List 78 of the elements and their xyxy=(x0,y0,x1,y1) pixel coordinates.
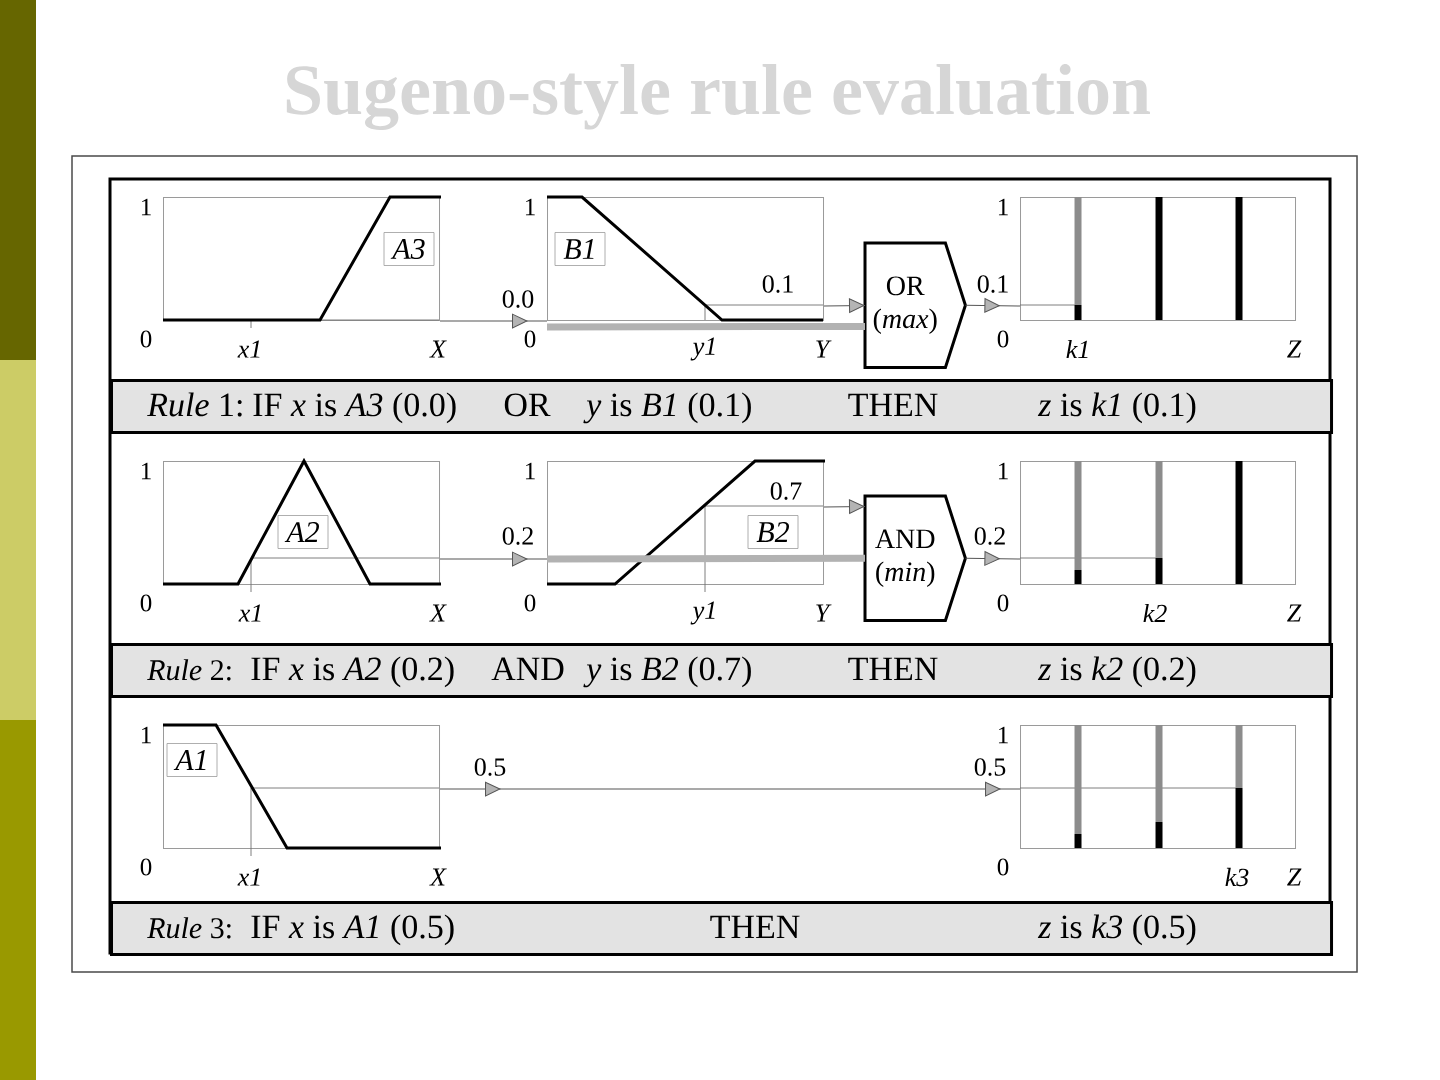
rule-text: OR xyxy=(504,393,551,417)
arrow xyxy=(964,551,1021,566)
axis-name: X xyxy=(429,868,447,886)
arrow xyxy=(823,499,866,514)
arrow xyxy=(439,551,548,567)
label-box: A1 xyxy=(166,743,218,777)
axis-name: Y xyxy=(816,604,832,622)
tick-label: x1 xyxy=(237,868,260,886)
membership-chart xyxy=(163,457,441,593)
connector-line xyxy=(547,554,866,563)
tick-label: k3 xyxy=(1225,867,1249,887)
tick-label: y1 xyxy=(690,601,715,625)
operator-box: OR (max) xyxy=(863,241,967,369)
axis-value: 0 xyxy=(997,858,1009,876)
tick-label: k1 xyxy=(1066,340,1088,359)
rule-text: Rule 2: xyxy=(147,659,231,681)
edge-label: 0.7 xyxy=(769,481,803,501)
membership-chart xyxy=(163,723,441,857)
rule-text: Rule 3: xyxy=(147,917,231,939)
rule-text: IF x is A3 (0.0) xyxy=(253,392,456,424)
axis-name: X xyxy=(429,340,447,358)
axis-value: 0 xyxy=(140,594,152,612)
output-chart xyxy=(1019,461,1296,585)
rule-text: Rule 1: xyxy=(147,392,242,417)
label-box: A3 xyxy=(383,232,435,266)
axis-name: Y xyxy=(816,340,832,358)
axis-name: Z xyxy=(1287,340,1302,358)
axis-value: 1 xyxy=(525,462,535,480)
edge-label: 0.1 xyxy=(761,274,795,294)
axis-value: 0 xyxy=(140,858,152,876)
membership-chart xyxy=(547,195,824,322)
axis-value: 1 xyxy=(998,726,1008,744)
rule-text: y is B2 (0.7) xyxy=(583,656,751,688)
label-box: B1 xyxy=(554,232,606,266)
rule-text: THEN xyxy=(710,915,800,938)
output-chart xyxy=(1019,725,1296,849)
rule-text: z is k1 (0.1) xyxy=(1037,392,1196,424)
value-label: 0.5 xyxy=(973,757,1007,777)
axis-name: Z xyxy=(1287,604,1302,622)
edge-label: 0.1 xyxy=(976,274,1010,294)
edge-label: 0.5 xyxy=(473,757,507,777)
label-box: A2 xyxy=(277,515,329,549)
arrow xyxy=(439,781,1021,797)
axis-value: 1 xyxy=(998,462,1008,480)
axis-value: 1 xyxy=(141,726,151,744)
axis-value: 0 xyxy=(997,330,1009,348)
axis-value: 1 xyxy=(141,198,151,216)
rule-text: THEN xyxy=(848,657,938,680)
membership-chart xyxy=(547,459,825,593)
tick-label: x1 xyxy=(238,604,261,622)
edge-label: 0.0 xyxy=(501,289,535,309)
rule-text: z is k2 (0.2) xyxy=(1037,656,1196,688)
rule-text: y is B1 (0.1) xyxy=(583,392,751,424)
arrow xyxy=(964,298,1021,313)
tick-label: x1 xyxy=(237,340,260,358)
output-chart xyxy=(1019,197,1296,321)
rule-text: AND xyxy=(491,657,564,681)
rule-text: z is k3 (0.5) xyxy=(1037,914,1196,946)
operator-box: AND (min) xyxy=(863,494,967,622)
axis-value: 0 xyxy=(524,330,536,348)
arrow xyxy=(439,313,548,329)
tick-label: k2 xyxy=(1143,604,1167,623)
axis-value: 0 xyxy=(524,594,536,612)
axis-name: X xyxy=(429,604,447,622)
axis-value: 0 xyxy=(997,594,1009,612)
rule-text: THEN xyxy=(848,393,938,416)
rule-text: IF x is A1 (0.5) xyxy=(251,914,454,946)
axis-value: 1 xyxy=(998,198,1008,216)
axis-value: 0 xyxy=(140,330,152,348)
tick-label: y1 xyxy=(690,337,715,361)
edge-label: 0.2 xyxy=(973,526,1007,546)
edge-label: 0.2 xyxy=(501,526,535,546)
label-box: B2 xyxy=(747,515,799,549)
arrow xyxy=(823,298,866,313)
rule-text: IF x is A2 (0.2) xyxy=(251,656,454,688)
axis-value: 1 xyxy=(525,198,535,216)
axis-value: 1 xyxy=(141,462,151,480)
axis-name: Z xyxy=(1287,868,1302,886)
